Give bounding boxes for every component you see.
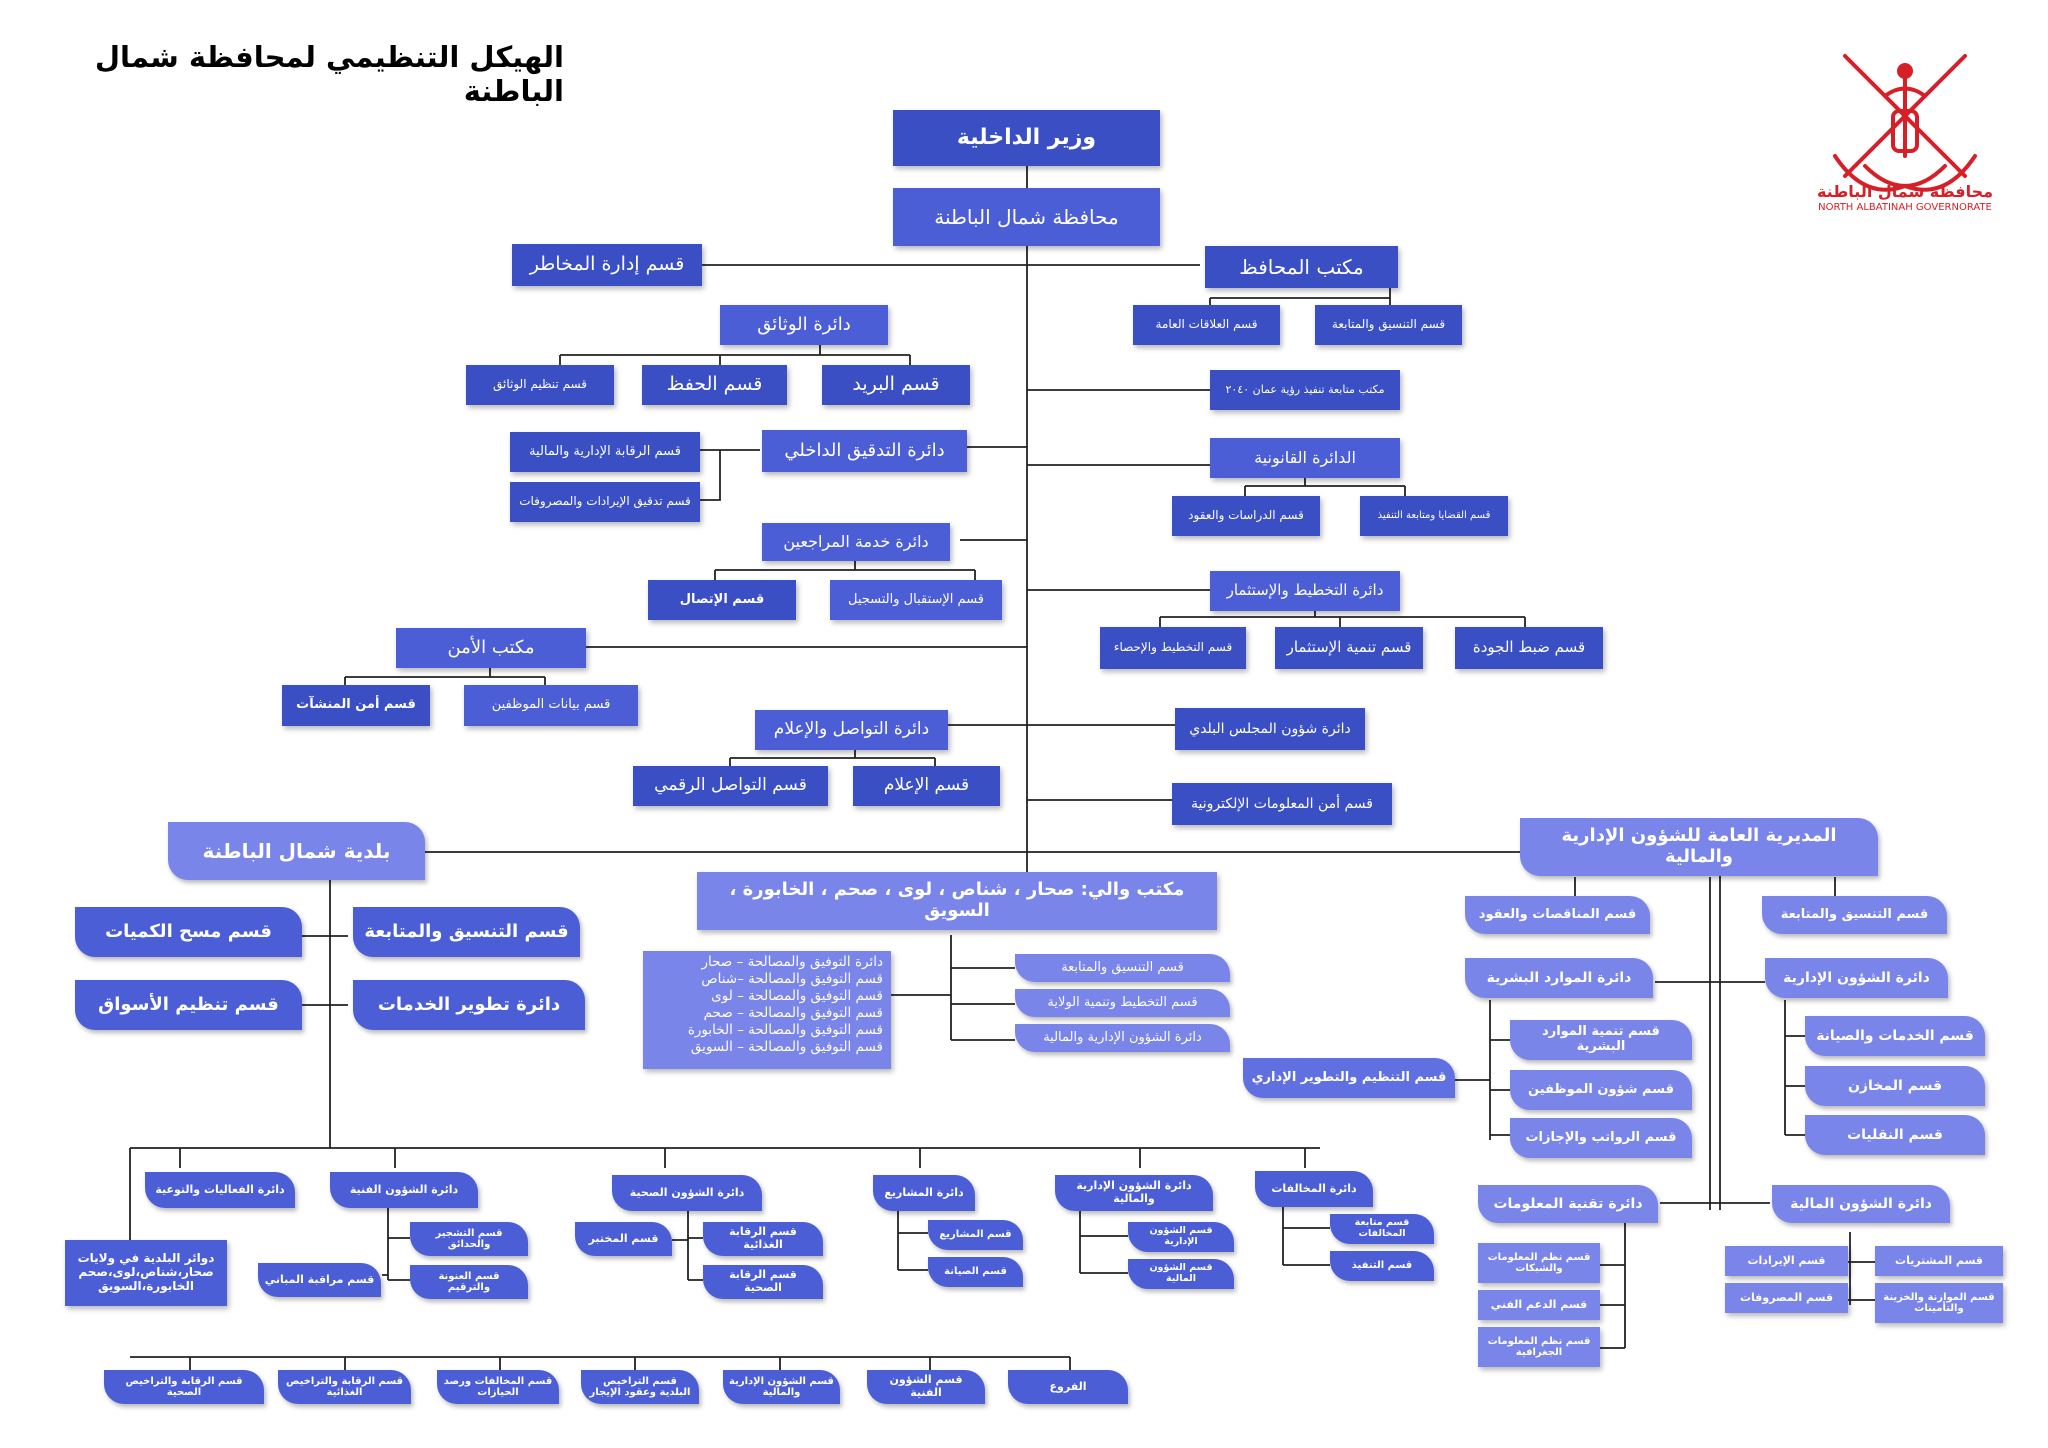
directorate-coord-box[interactable]: قسم التنسيق والمتابعة <box>1762 896 1947 934</box>
conciliation-item: قسم التوفيق والمصالحة – السويق <box>690 1039 883 1055</box>
expenses-section-box[interactable]: قسم المصروفات <box>1725 1283 1848 1313</box>
legal-dept-box[interactable]: الدائرة القانونية <box>1210 438 1400 478</box>
health-licensing-box[interactable]: قسم الرقابة والتراخيص الصحية <box>104 1370 264 1404</box>
council-dept-box[interactable]: دائرة شؤون المجلس البلدي <box>1175 708 1365 750</box>
communication-dept-box[interactable]: دائرة التواصل والإعلام <box>755 710 948 750</box>
muni-admin-section-box[interactable]: قسم الشؤون الإدارية <box>1128 1222 1234 1252</box>
governorate-box[interactable]: محافظة شمال الباطنة <box>893 188 1160 246</box>
audit-revenue-box[interactable]: قسم تدقيق الإيرادات والمصروفات <box>510 482 700 522</box>
conciliation-item: قسم التوفيق والمصالحة –شناص <box>701 971 883 987</box>
municipality-box[interactable]: بلدية شمال الباطنة <box>168 822 425 880</box>
investment-dev-box[interactable]: قسم تنمية الإستثمار <box>1275 627 1423 669</box>
purchases-section-box[interactable]: قسم المشتريات <box>1875 1246 2003 1276</box>
documents-dept-box[interactable]: دائرة الوثائق <box>720 305 888 345</box>
projects-dept-box[interactable]: دائرة المشاريع <box>873 1175 975 1211</box>
municipal-licenses-box[interactable]: قسم التراخيص البلدية وعقود الإيجار <box>581 1370 699 1404</box>
contact-section-box[interactable]: قسم الإتصال <box>648 580 796 620</box>
governor-coord-box[interactable]: قسم التنسيق والمتابعة <box>1315 305 1462 345</box>
networks-section-box[interactable]: قسم نظم المعلومات والشبكات <box>1478 1243 1600 1283</box>
wali-planning-box[interactable]: قسم التخطيط وتنمية الولاية <box>1015 989 1230 1017</box>
logo-name-arabic: محافظة شمال الباطنة <box>1816 182 1994 201</box>
documents-save-box[interactable]: قسم الحفظ <box>642 365 787 405</box>
branches-box[interactable]: الفروع <box>1008 1370 1128 1404</box>
violations-dept-box[interactable]: دائرة المخالفات <box>1255 1171 1373 1207</box>
trees-section-box[interactable]: قسم التشجير والحدائق <box>410 1222 528 1256</box>
conciliation-item: قسم التوفيق والمصالحة – لوى <box>711 988 883 1004</box>
health-dept-box[interactable]: دائرة الشؤون الصحية <box>612 1175 762 1211</box>
muni-adminfin-dept-box[interactable]: دائرة الشؤون الإدارية والمالية <box>1055 1175 1213 1211</box>
it-dept-box[interactable]: دائرة تقنية المعلومات <box>1478 1185 1658 1223</box>
maintenance-section-box[interactable]: قسم الصيانة <box>928 1257 1023 1287</box>
lab-section-box[interactable]: قسم المختبر <box>575 1222 672 1256</box>
projects-section-box[interactable]: قسم المشاريع <box>928 1220 1023 1250</box>
muni-coord-box[interactable]: قسم التنسيق والمتابعة <box>353 907 580 957</box>
cases-section-box[interactable]: قسم القضايا ومتابعة التنفيذ <box>1360 496 1508 536</box>
conciliation-item: دائرة التوفيق والمصالحة – صحار <box>701 954 883 970</box>
addressing-section-box[interactable]: قسم العنونة والترقيم <box>410 1265 528 1299</box>
studies-contracts-box[interactable]: قسم الدراسات والعقود <box>1172 496 1320 536</box>
salaries-box[interactable]: قسم الرواتب والإجازات <box>1510 1118 1692 1158</box>
quantity-survey-box[interactable]: قسم مسح الكميات <box>75 907 302 957</box>
conciliation-list[interactable]: دائرة التوفيق والمصالحة – صحار قسم التوف… <box>643 951 891 1069</box>
risk-management-box[interactable]: قسم إدارة المخاطر <box>512 244 702 286</box>
digital-communication-box[interactable]: قسم التواصل الرقمي <box>633 766 828 806</box>
staff-affairs-box[interactable]: قسم شؤون الموظفين <box>1510 1070 1692 1110</box>
finance-dept-box[interactable]: دائرة الشؤون المالية <box>1772 1185 1950 1223</box>
technical-dept-box[interactable]: دائرة الشؤون الفنية <box>330 1172 478 1208</box>
wali-adminfin-box[interactable]: دائرة الشؤون الإدارية والمالية <box>1015 1024 1230 1052</box>
violations-seizure-box[interactable]: قسم المخالفات ورصد الحيازات <box>437 1370 559 1404</box>
minister-box[interactable]: وزير الداخلية <box>893 110 1160 166</box>
hr-dept-box[interactable]: دائرة الموارد البشرية <box>1465 958 1653 998</box>
admin-dept-box[interactable]: دائرة الشؤون الإدارية <box>1765 958 1948 998</box>
muni-finance-section-box[interactable]: قسم الشؤون المالية <box>1128 1259 1234 1289</box>
security-office-box[interactable]: مكتب الأمن <box>396 628 586 668</box>
reviewers-service-box[interactable]: دائرة خدمة المراجعين <box>762 523 950 561</box>
wali-coord-box[interactable]: قسم التنسيق والمتابعة <box>1015 954 1230 982</box>
revenue-section-box[interactable]: قسم الإيرادات <box>1725 1246 1848 1276</box>
tenders-section-box[interactable]: قسم المناقصات والعقود <box>1465 896 1650 934</box>
bottom-adminfin-box[interactable]: قسم الشؤون الإدارية والمالية <box>723 1370 840 1404</box>
page-title: الهيكل التنظيمي لمحافظة شمال الباطنة <box>94 40 564 108</box>
wali-office-box[interactable]: مكتب والي: صحار ، شناص ، لوى ، صحم ، الخ… <box>697 872 1217 930</box>
execution-section-box[interactable]: قسم التنفيذ <box>1330 1251 1434 1281</box>
audit-admin-box[interactable]: قسم الرقابة الإدارية والمالية <box>510 432 700 472</box>
directorate-general-box[interactable]: المديرية العامة للشؤون الإدارية والمالية <box>1520 818 1878 876</box>
public-relations-box[interactable]: قسم العلاقات العامة <box>1133 305 1280 345</box>
documents-org-box[interactable]: قسم تنظيم الوثائق <box>466 365 614 405</box>
health-control-box[interactable]: قسم الرقابة الصحية <box>703 1265 823 1299</box>
conciliation-item: قسم التوفيق والمصالحة – الخابورة <box>687 1022 883 1038</box>
planning-dept-box[interactable]: دائرة التخطيط والإستثمار <box>1210 571 1400 611</box>
governor-office-box[interactable]: مكتب المحافظ <box>1205 246 1398 288</box>
gis-section-box[interactable]: قسم نظم المعلومات الجغرافية <box>1478 1327 1600 1367</box>
services-dev-box[interactable]: دائرة تطوير الخدمات <box>353 980 585 1030</box>
violations-follow-box[interactable]: قسم متابعة المخالفات <box>1330 1214 1434 1244</box>
documents-mail-box[interactable]: قسم البريد <box>822 365 970 405</box>
stores-box[interactable]: قسم المخازن <box>1805 1066 1985 1106</box>
facilities-security-box[interactable]: قسم أمن المنشآت <box>282 685 430 726</box>
hr-dev-box[interactable]: قسم تنمية الموارد البشرية <box>1510 1020 1692 1060</box>
staff-data-box[interactable]: قسم بيانات الموظفين <box>464 685 638 726</box>
services-maintenance-box[interactable]: قسم الخدمات والصيانة <box>1805 1016 1985 1056</box>
media-section-box[interactable]: قسم الإعلام <box>853 766 1000 806</box>
buildings-section-box[interactable]: قسم مراقبة المباني <box>258 1263 381 1297</box>
logo-name-english: NORTH ALBATINAH GOVERNORATE <box>1818 202 1992 213</box>
planning-stats-box[interactable]: قسم التخطيط والإحصاء <box>1100 627 1246 669</box>
wilayat-departments-box[interactable]: دوائر البلدية في ولايات صحار،شناص،لوى،صح… <box>65 1240 227 1306</box>
infosec-section-box[interactable]: قسم أمن المعلومات الإلكترونية <box>1172 783 1392 825</box>
budget-section-box[interactable]: قسم الموازنة والخزينة والتأمينات <box>1875 1283 2003 1323</box>
quality-control-box[interactable]: قسم ضبط الجودة <box>1455 627 1603 669</box>
org-dev-box[interactable]: قسم التنظيم والتطوير الإداري <box>1243 1058 1455 1098</box>
transport-box[interactable]: قسم النقليات <box>1805 1115 1985 1155</box>
conciliation-item: قسم التوفيق والمصالحة – صحم <box>703 1005 883 1021</box>
internal-audit-dept-box[interactable]: دائرة التدقيق الداخلي <box>762 430 967 472</box>
technical-affairs-box[interactable]: قسم الشؤون الفنية <box>867 1370 985 1404</box>
tech-support-box[interactable]: قسم الدعم الفني <box>1478 1290 1600 1320</box>
reception-section-box[interactable]: قسم الإستقبال والتسجيل <box>830 580 1002 620</box>
food-control-box[interactable]: قسم الرقابة الغذائية <box>703 1222 823 1256</box>
markets-org-box[interactable]: قسم تنظيم الأسواق <box>75 980 302 1030</box>
food-licensing-box[interactable]: قسم الرقابة والتراخيص الغذائية <box>278 1370 411 1404</box>
oman-emblem-icon <box>1833 54 1977 192</box>
events-dept-box[interactable]: دائرة الفعاليات والتوعية <box>145 1172 295 1208</box>
vision-office-box[interactable]: مكتب متابعة تنفيذ رؤية عمان ٢٠٤٠ <box>1210 370 1400 410</box>
